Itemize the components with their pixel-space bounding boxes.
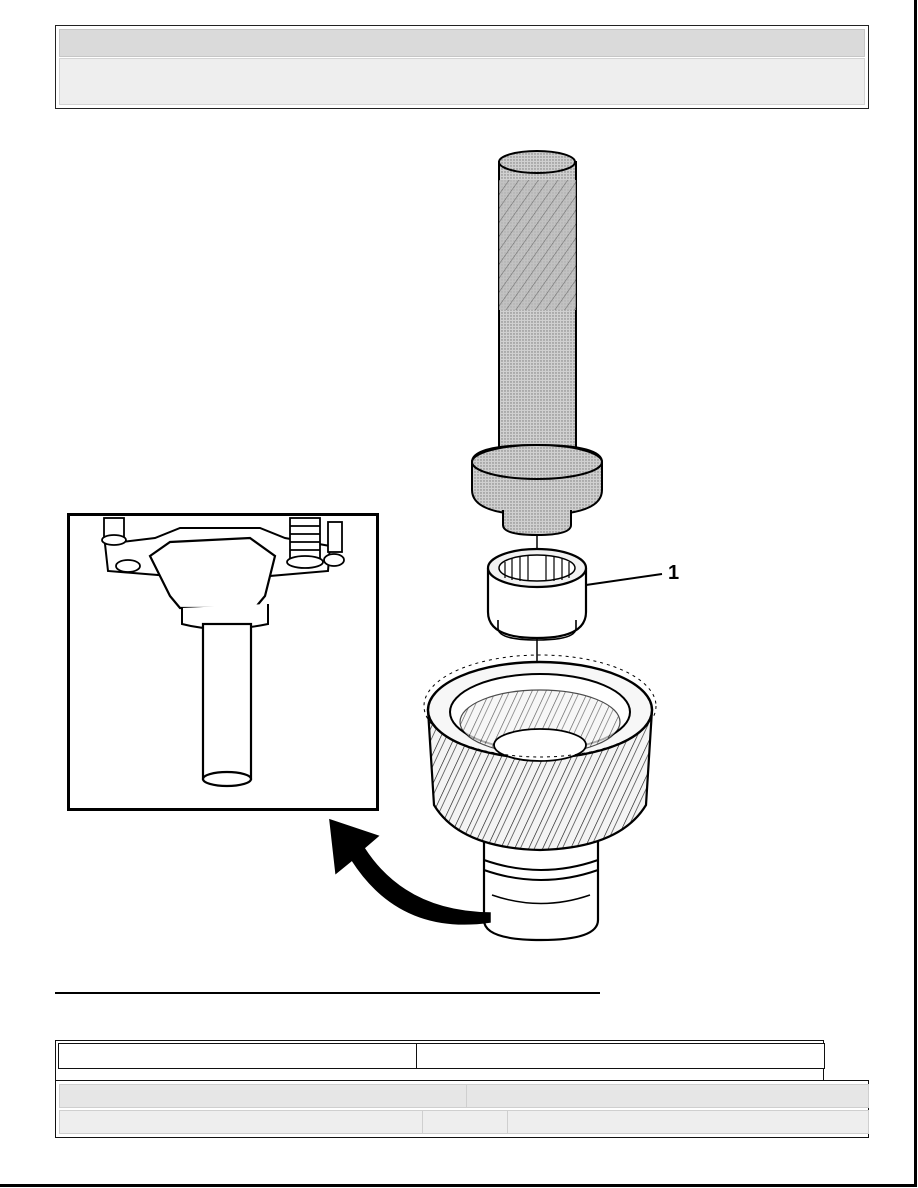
- installation-illustration: [329, 150, 663, 942]
- section-divider: [55, 992, 600, 994]
- footer-cell-5: [507, 1110, 869, 1134]
- inset-detail: [67, 513, 379, 811]
- header-box: [55, 25, 869, 109]
- direction-arrow: [329, 818, 491, 925]
- header-title: [59, 29, 865, 57]
- installer-tool: [471, 150, 603, 537]
- footer-cell-3: [59, 1110, 427, 1134]
- helical-gear: [423, 654, 657, 942]
- footer-cell-2: [466, 1084, 869, 1108]
- spec-cell-right: [416, 1043, 825, 1069]
- footer-cell-4: [422, 1110, 512, 1134]
- needle-bearing: [486, 547, 663, 641]
- inset-illustration: [101, 517, 345, 788]
- specification-table: [55, 1040, 825, 1082]
- callout-label-1: 1: [668, 562, 680, 584]
- footer-table: [55, 1080, 869, 1138]
- header-subtitle: [59, 58, 865, 105]
- spec-cell-left: [58, 1043, 420, 1069]
- footer-cell-1: [59, 1084, 469, 1108]
